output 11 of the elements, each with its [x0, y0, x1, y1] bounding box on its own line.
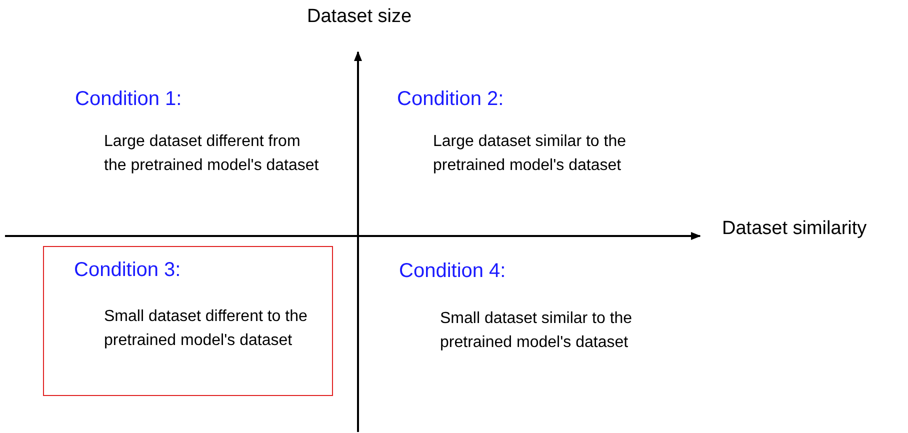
condition-heading: Condition 1:	[75, 88, 182, 111]
highlight-box	[43, 246, 333, 396]
condition-heading: Condition 3:	[74, 259, 181, 282]
condition-heading: Condition 2:	[397, 88, 504, 111]
condition-heading: Condition 4:	[399, 260, 506, 283]
quadrant-description: Small dataset different to the pretrained model's dataset	[104, 307, 308, 351]
axis-label: Dataset similarity	[722, 218, 867, 240]
quadrant-description: Large dataset different from the pretrained model's dataset	[104, 132, 319, 176]
axis-label: Dataset size	[307, 6, 412, 28]
quadrant-description: Large dataset similar to the pretrained model's dataset	[433, 132, 627, 176]
quadrant-description: Small dataset similar to the pretrained model's dataset	[440, 309, 634, 353]
